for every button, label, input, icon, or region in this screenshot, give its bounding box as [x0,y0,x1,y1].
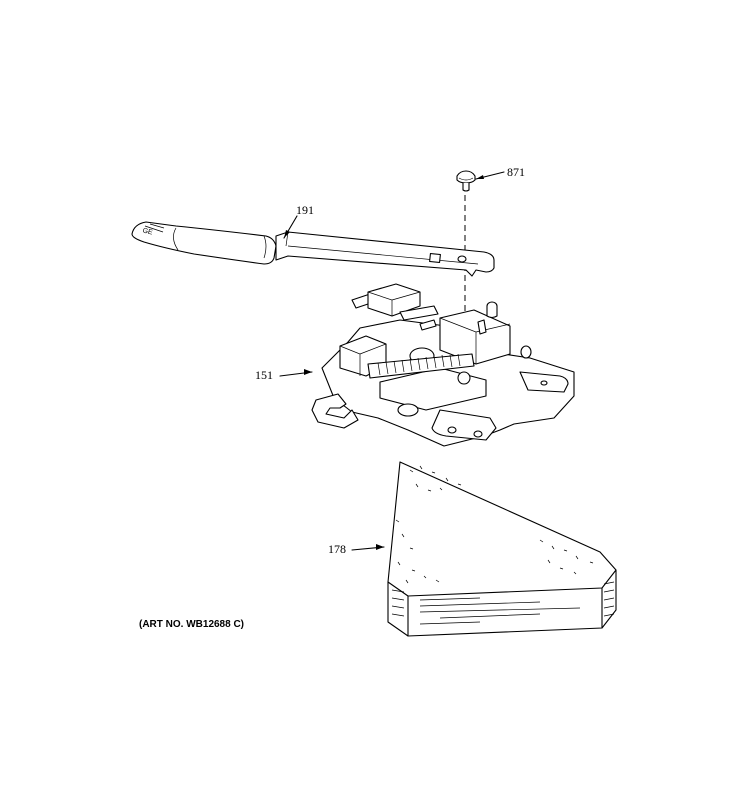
art-number: (ART NO. WB12688 C) [139,619,244,630]
part-151-latch-assembly [311,283,575,447]
svg-text:GE: GE [142,227,154,236]
callout-871[interactable]: 871 [475,165,525,180]
callout-label-191: 191 [296,203,314,217]
callout-151[interactable]: 151 [255,368,313,382]
callout-178[interactable]: 178 [328,542,385,556]
callout-label-178: 178 [328,542,346,556]
part-871-screw [456,170,476,318]
callout-label-871: 871 [507,165,525,179]
part-178-insulation [387,461,617,637]
callout-label-151: 151 [255,368,273,382]
callout-191[interactable]: 191 [283,203,314,239]
part-191-latch-handle: GE [131,221,495,277]
